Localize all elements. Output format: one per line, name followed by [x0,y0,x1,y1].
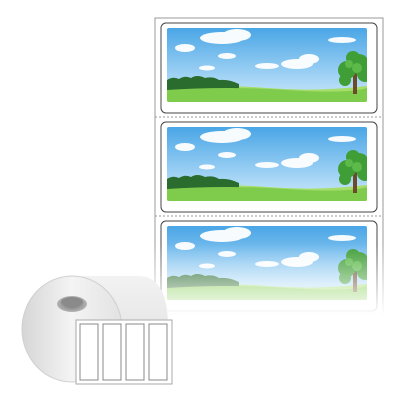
label-strip [153,17,385,316]
label-2 [160,121,378,213]
label-roll [21,275,173,385]
roll-label-tail [75,319,173,385]
label-1 [160,22,378,114]
